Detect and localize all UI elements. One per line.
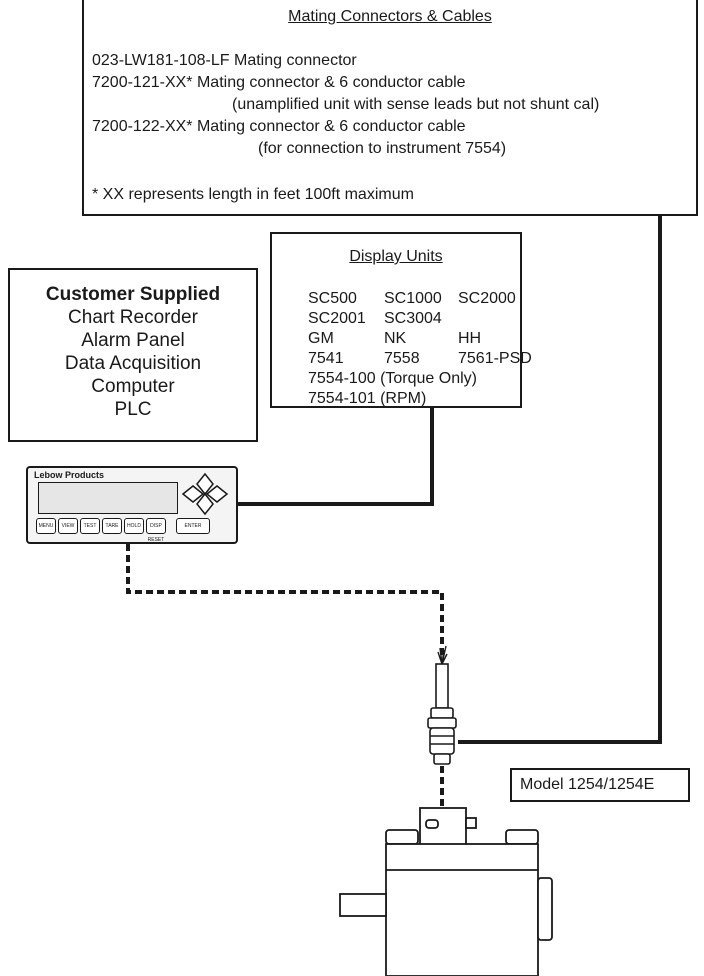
view-button: VIEW [58,518,78,534]
display-unit: SC2001 [308,310,366,327]
customer-heading: Customer Supplied [45,284,221,305]
display-unit: 7554-100 (Torque Only) [308,370,477,387]
display-unit: SC1000 [384,290,442,307]
display-unit: HH [458,330,482,347]
customer-item: Computer [91,376,175,397]
test-button: TEST [80,518,100,534]
display-unit: 7554-101 (RPM) [308,390,427,407]
hold-button: HOLD [124,518,144,534]
customer-item: PLC [114,399,152,420]
cable-body [435,663,449,709]
mating-line-2: 7200-121-XX* Mating connector & 6 conduc… [92,74,466,91]
display-instrument: Lebow Products MENU VIEW TEST TARE HOLD … [26,466,238,544]
cable-end-icon [437,645,448,665]
model-label: Model 1254/1254E [510,768,690,802]
mating-line-4: 7200-122-XX* Mating connector & 6 conduc… [92,118,466,135]
display-units-title: Display Units [349,248,443,265]
disp-reset-button: DISP RESET [146,518,166,543]
display-unit: 7561-PSD [458,350,532,367]
mating-line-1: 023-LW181-108-LF Mating connector [92,52,357,69]
mating-connectors-box: Mating Connectors & Cables 023-LW181-108… [82,0,698,216]
instrument-brand: Lebow Products [34,470,105,480]
customer-item: Alarm Panel [81,330,185,351]
display-unit: SC3004 [384,310,442,327]
display-unit: NK [384,330,407,347]
customer-item: Chart Recorder [68,307,198,328]
customer-supplied-box: Customer Supplied Chart Recorder Alarm P… [8,268,258,442]
display-unit: SC500 [308,290,357,307]
display-cable [238,408,434,506]
torque-sensor-icon [339,807,553,976]
tare-button: TARE [102,518,122,534]
arrow-pad-icon [181,472,229,516]
customer-item: Data Acquisition [64,353,202,374]
display-units-box: Display Units SC500 SC1000 SC2000 SC2001… [270,232,532,408]
mating-footnote: * XX represents length in feet 100ft max… [92,186,414,203]
display-unit: 7558 [384,350,420,367]
mating-connector-icon [427,707,457,765]
display-unit: SC2000 [458,290,516,307]
mating-line-3: (unamplified unit with sense leads but n… [232,96,600,113]
mating-title: Mating Connectors & Cables [288,8,492,25]
mating-cable [458,216,662,744]
instrument-dashed-cable [126,544,444,660]
menu-button: MENU [36,518,56,534]
display-unit: GM [308,330,334,347]
instrument-screen [38,482,178,514]
mating-line-5: (for connection to instrument 7554) [258,140,507,157]
display-unit: 7541 [308,350,344,367]
enter-button: ENTER [176,518,210,534]
